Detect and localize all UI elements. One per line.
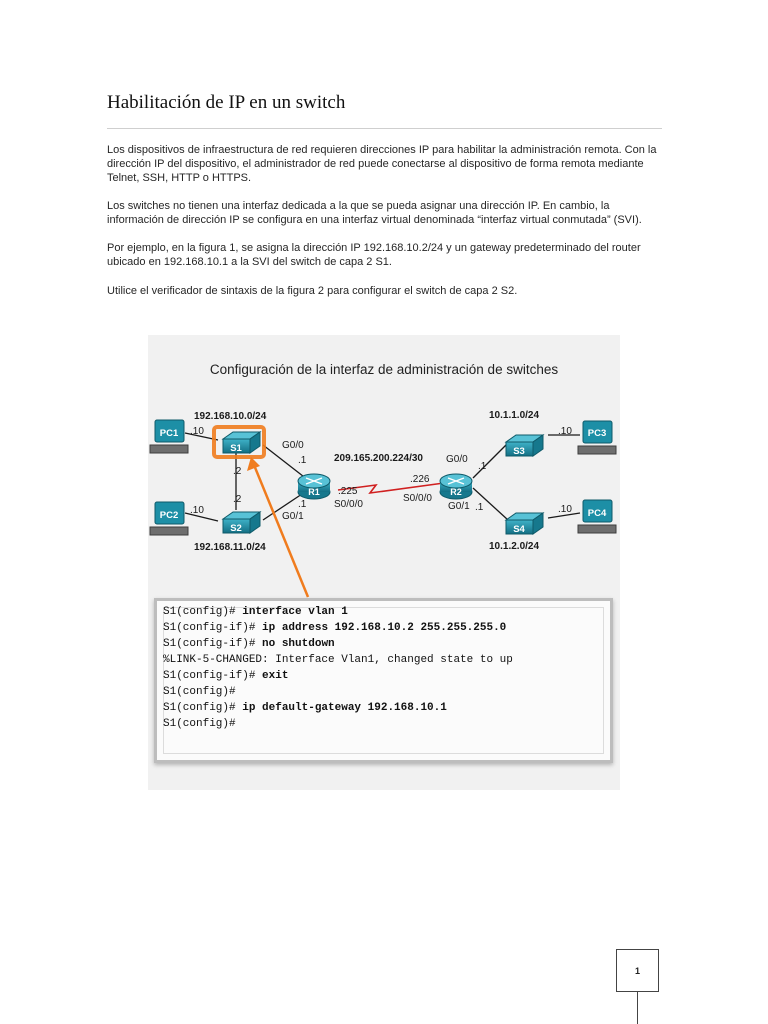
wan-serial-link (337, 482, 445, 495)
pc4-label: PC4 (588, 508, 607, 519)
terminal-line: S1(config)# (163, 686, 236, 698)
terminal-line: S1(config-if)# exit (163, 670, 289, 682)
r1-label: R1 (308, 487, 320, 497)
r2-s000-label: S0/0/0 (403, 493, 432, 504)
r1-g01-host: .1 (298, 499, 307, 510)
paragraph-1: Los dispositivos de infraestructura de r… (107, 144, 657, 184)
switch-s1-icon: S1 (212, 425, 266, 459)
switch-s2-icon: S2 (221, 511, 262, 534)
r2-label: R2 (450, 487, 462, 497)
pc4-host: .10 (558, 504, 572, 515)
paragraph-3: Por ejemplo, en la figura 1, se asigna l… (107, 242, 641, 268)
terminal-output: S1(config)# interface vlan 1 S1(config-i… (154, 598, 613, 763)
figure-title: Configuración de la interfaz de administ… (210, 362, 558, 377)
net-10-1-1: 10.1.1.0/24 (489, 410, 539, 421)
pc2-host: .10 (190, 505, 204, 516)
s2-host: .2 (233, 494, 242, 505)
s1-label: S1 (230, 443, 242, 454)
net-192-168-11: 192.168.11.0/24 (194, 542, 266, 553)
switch-s4-icon: S4 (504, 512, 545, 535)
page-number-connector (637, 992, 638, 1024)
r1-g00-host: .1 (298, 455, 307, 466)
topology-diagram: Configuración de la interfaz de administ… (149, 362, 617, 598)
r2-g00-label: G0/0 (446, 454, 468, 465)
link-r2-s3 (472, 442, 509, 479)
r2-g00-host: .1 (478, 461, 487, 472)
terminal-line: S1(config)# ip default-gateway 192.168.1… (163, 702, 447, 714)
r2-g01-label: G0/1 (448, 501, 470, 512)
terminal-line: %LINK-5-CHANGED: Interface Vlan1, change… (163, 654, 513, 666)
net-10-1-2: 10.1.2.0/24 (489, 541, 539, 552)
terminal-line: S1(config-if)# ip address 192.168.10.2 2… (163, 622, 507, 634)
pc2-icon: PC2 (149, 501, 189, 536)
paragraph-2: Los switches no tienen una interfaz dedi… (107, 200, 642, 226)
pc3-icon: PC3 (577, 420, 617, 455)
pc1-host: .10 (190, 426, 204, 437)
wan-network: 209.165.200.224/30 (334, 453, 423, 464)
r2-wan-host: .226 (410, 474, 430, 485)
router-r1-icon: R1 (297, 473, 331, 500)
r1-wan-host: .225 (338, 486, 358, 497)
page-title: Habilitación de IP en un switch (107, 92, 346, 113)
callout-arrowhead (247, 457, 260, 471)
callout-arrow (252, 464, 310, 598)
s1-host: .2 (233, 466, 242, 477)
paragraph-4: Utilice el verificador de sintaxis de la… (107, 285, 518, 297)
link-s1-r1 (262, 444, 309, 481)
link-s4-pc4 (547, 512, 581, 519)
pc1-label: PC1 (160, 428, 179, 439)
terminal-line: S1(config)# interface vlan 1 (163, 606, 348, 618)
page-number: 1 (616, 949, 659, 992)
terminal-frame (163, 607, 604, 754)
pc2-label: PC2 (160, 510, 178, 521)
terminal-line: S1(config)# (163, 718, 236, 730)
switch-s3-icon: S3 (504, 434, 545, 457)
pc3-host: .10 (558, 426, 572, 437)
r1-s000-label: S0/0/0 (334, 499, 363, 510)
s4-label: S4 (513, 524, 525, 535)
pc4-icon: PC4 (577, 499, 617, 534)
title-divider (107, 128, 662, 129)
s2-label: S2 (230, 523, 242, 534)
r2-g01-host: .1 (475, 502, 484, 513)
link-r2-s4 (472, 487, 509, 521)
router-r2-icon: R2 (439, 473, 473, 500)
terminal-line: S1(config-if)# no shutdown (163, 638, 335, 650)
link-pc2-s2 (184, 512, 219, 522)
pc1-icon: PC1 (149, 419, 189, 454)
net-192-168-10: 192.168.10.0/24 (194, 411, 267, 422)
pc3-label: PC3 (588, 428, 606, 439)
s3-label: S3 (513, 446, 525, 457)
r1-g00-label: G0/0 (282, 440, 304, 451)
r1-g01-label: G0/1 (282, 511, 304, 522)
